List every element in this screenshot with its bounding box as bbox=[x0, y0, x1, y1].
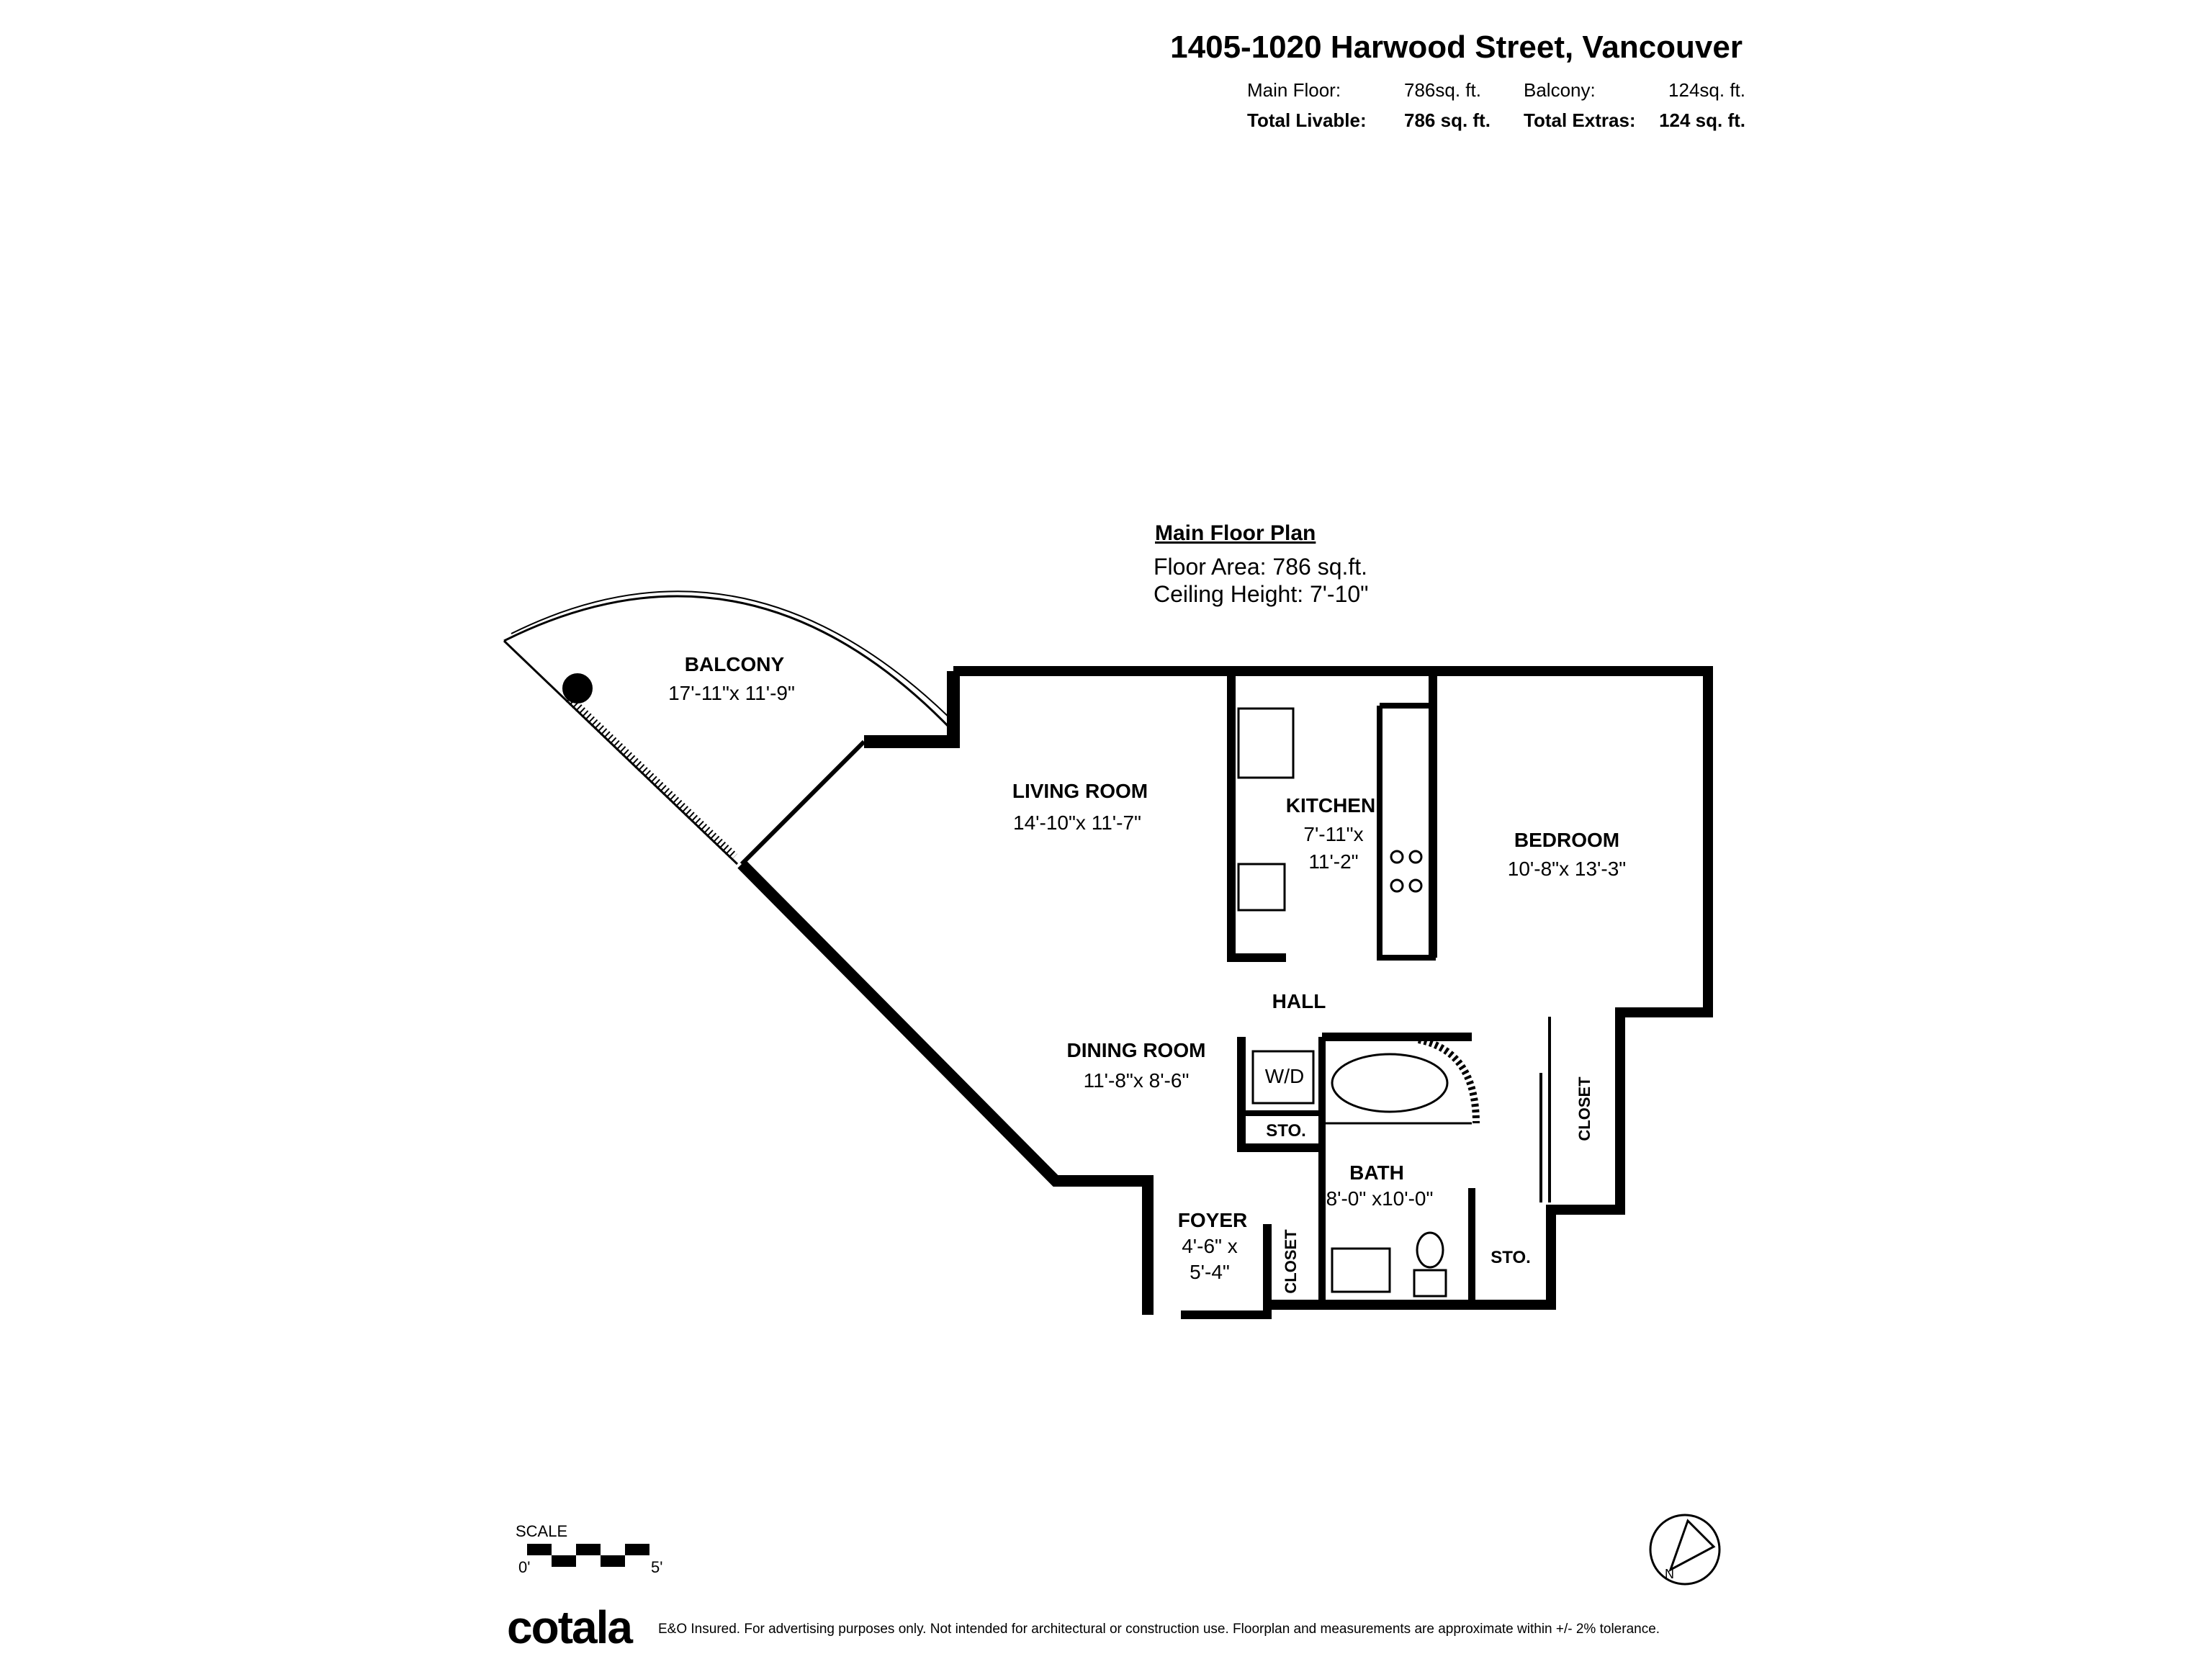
main-floor-value: 786sq. ft. bbox=[1404, 79, 1481, 101]
scale-bar: SCALE 0' 5' bbox=[516, 1522, 662, 1576]
bedroom-label: BEDROOM bbox=[1514, 829, 1619, 851]
ceiling-height: Ceiling Height: 7'-10" bbox=[1154, 581, 1369, 607]
hall-label: HALL bbox=[1272, 990, 1326, 1012]
bath-dims: 8'-0" x10'-0" bbox=[1326, 1187, 1434, 1210]
dining-room-label: DINING ROOM bbox=[1067, 1039, 1206, 1061]
disclaimer: E&O Insured. For advertising purposes on… bbox=[658, 1622, 1660, 1637]
living-room-dims: 14'-10"x 11'-7" bbox=[1013, 811, 1141, 834]
total-livable-label: Total Livable: bbox=[1247, 109, 1367, 131]
north-letter: N bbox=[1665, 1567, 1674, 1581]
balcony-label: Balcony: bbox=[1524, 79, 1596, 101]
balcony-dims: 17'-11"x 11'-9" bbox=[668, 682, 795, 704]
balcony bbox=[503, 590, 960, 866]
closet-label-bedroom: CLOSET bbox=[1575, 1076, 1593, 1141]
room-labels: BALCONY 17'-11"x 11'-9" LIVING ROOM 14'-… bbox=[668, 653, 1626, 1294]
total-livable-value: 786 sq. ft. bbox=[1404, 109, 1491, 131]
storage-label-hall: STO. bbox=[1266, 1121, 1306, 1141]
floor-area: Floor Area: 786 sq.ft. bbox=[1154, 554, 1367, 580]
bedroom-dims: 10'-8"x 13'-3" bbox=[1508, 858, 1626, 880]
scale-label: SCALE bbox=[516, 1522, 567, 1540]
balcony-value: 124sq. ft. bbox=[1668, 79, 1745, 101]
storage-label-bedroom: STO. bbox=[1491, 1248, 1531, 1267]
foyer-label: FOYER bbox=[1178, 1209, 1247, 1231]
main-floor-label: Main Floor: bbox=[1247, 79, 1341, 101]
balcony-label: BALCONY bbox=[685, 653, 785, 675]
total-extras-label: Total Extras: bbox=[1524, 109, 1636, 131]
walls bbox=[737, 666, 1713, 1319]
cotala-logo: cotala bbox=[507, 1601, 633, 1653]
kitchen-dims: 7'-11"x bbox=[1303, 823, 1363, 845]
living-room-label: LIVING ROOM bbox=[1012, 780, 1148, 802]
north-arrow-icon: N bbox=[1649, 1514, 1721, 1586]
dining-room-dims: 11'-8"x 8'-6" bbox=[1084, 1069, 1190, 1092]
plan-title: Main Floor Plan bbox=[1155, 521, 1316, 545]
scale-start: 0' bbox=[518, 1558, 530, 1576]
foyer-dims: 4'-6" x bbox=[1182, 1235, 1238, 1257]
foyer-dims-2: 5'-4" bbox=[1190, 1261, 1230, 1283]
kitchen-label: KITCHEN bbox=[1286, 794, 1375, 817]
bath-label: BATH bbox=[1349, 1161, 1404, 1184]
washer-dryer-label: W/D bbox=[1265, 1065, 1304, 1087]
address-title: 1405-1020 Harwood Street, Vancouver bbox=[1170, 30, 1743, 65]
scale-end: 5' bbox=[651, 1558, 662, 1576]
kitchen-dims-2: 11'-2" bbox=[1308, 850, 1358, 873]
total-extras-value: 124 sq. ft. bbox=[1659, 109, 1745, 131]
closet-label-foyer: CLOSET bbox=[1282, 1229, 1300, 1294]
